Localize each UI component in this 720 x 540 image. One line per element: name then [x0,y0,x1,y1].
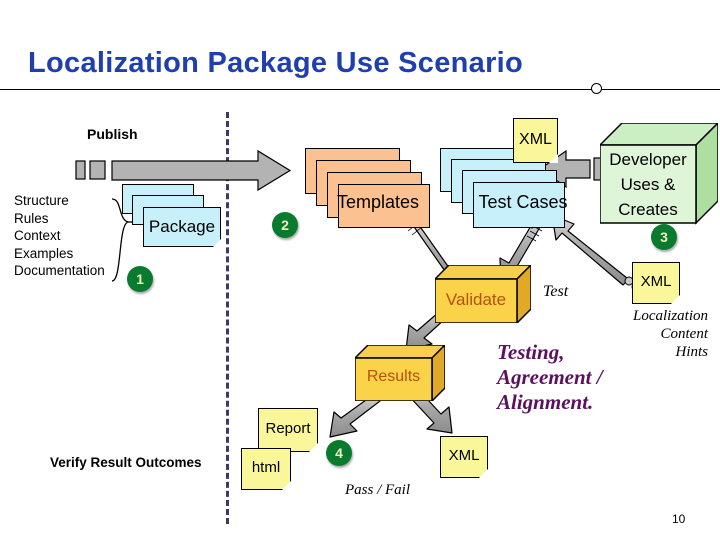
testcases-document-stack[interactable]: Test Cases [440,148,580,238]
developer-label-line-3: Creates [618,200,678,219]
xml-note-dogear-icon [549,154,558,163]
results-xml-note-dogear-icon [479,469,488,478]
page-title: Localization Package Use Scenario [28,47,524,79]
test-label: Test [543,283,569,300]
pass-fail-label: Pass / Fail [345,482,411,498]
developer-box-outline [600,123,718,225]
html-note-label: html [251,459,281,476]
inputs-item-rules: Rules [14,210,49,226]
inputs-list: Structure Rules Context Examples Documen… [14,192,105,280]
results-xml-note[interactable]: XML [440,436,488,478]
templates-document-stack[interactable]: Templates [305,148,435,238]
page-number: 10 [672,512,686,526]
html-note[interactable]: html [241,448,291,490]
publish-label: Publish [87,126,138,142]
step-marker-3: 3 [651,224,677,250]
emphasis-line-1: Testing, [497,340,565,364]
localization-caption-line-1: Localization [632,308,708,324]
inputs-item-context: Context [14,228,61,243]
localization-caption-line-3: Hints [675,344,708,360]
emphasis-line-3: Alignment. [497,390,594,414]
html-note-dogear-icon [282,481,291,490]
report-note-dogear-icon [309,443,318,452]
package-dogear-icon [213,239,221,247]
step-marker-2: 2 [272,212,298,238]
results-box-outline [355,345,445,401]
developer-3d-box[interactable]: Developer Uses & Creates [600,123,718,228]
results-3d-box[interactable]: Results [355,345,445,401]
developer-label-line-2: Uses & [620,175,676,194]
package-label: Package [148,217,216,236]
validate-box-outline [435,265,531,323]
package-card-front: Package [143,207,221,247]
validate-label: Validate [445,290,507,309]
templates-label: Templates [336,192,420,212]
inputs-item-documentation: Documentation [14,263,105,278]
testcases-xml-note[interactable]: XML [513,118,558,163]
validate-3d-box[interactable]: Validate [435,265,531,323]
title-divider-rule [0,89,720,90]
report-note-label: Report [265,420,311,437]
developer-label-line-1: Developer [609,150,687,169]
testcases-xml-note-label: XML [519,131,552,148]
report-note[interactable]: Report [258,408,318,452]
vertical-dashed-divider [226,112,229,524]
results-label: Results [366,368,421,385]
testcases-card-front [473,182,565,228]
inputs-item-examples: Examples [14,245,74,261]
localization-xml-note[interactable]: XML [632,262,680,304]
emphasis-line-2: Agreement / [497,365,603,389]
inputs-item-structure: Structure [14,193,69,208]
localization-caption-line-2: Content [660,326,709,342]
step-marker-4: 4 [326,440,352,466]
verify-result-outcomes-label: Verify Result Outcomes [50,455,202,470]
package-document-stack[interactable]: Package [122,184,222,264]
testcases-label: Test Cases [478,192,568,212]
results-xml-note-label: XML [448,447,480,464]
localization-xml-note-label: XML [640,273,672,290]
localization-xml-note-dogear-icon [671,295,680,304]
templates-card-front [338,184,430,228]
title-rule-bullet-icon [591,83,602,94]
step-marker-1: 1 [127,266,153,292]
testing-agreement-alignment-block: Testing, Agreement / Alignment. [497,340,603,415]
